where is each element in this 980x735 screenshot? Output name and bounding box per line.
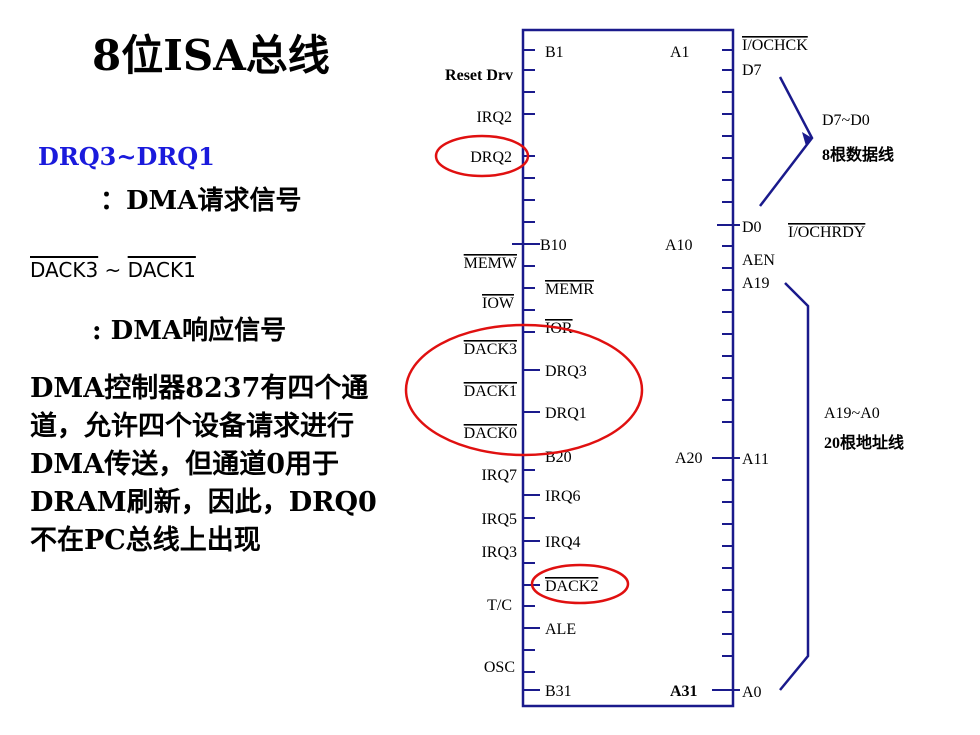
pin-drq2: DRQ2 (470, 149, 512, 166)
dack-description: : DMA响应信号 (92, 316, 287, 346)
drq-description: ：DMA请求信号 (100, 186, 302, 216)
pin-iow: IOW (482, 295, 515, 312)
connector-body (521, 28, 735, 708)
page-title: 8位ISA总线 (92, 31, 330, 80)
data-bus-description: 8根数据线 (822, 145, 894, 164)
pin-a0: A0 (742, 684, 762, 701)
b-side-pin-ticks (512, 49, 540, 691)
pin-d7: D7 (742, 62, 762, 79)
pin-dack3: DACK3 (464, 341, 517, 358)
dma-explanation-paragraph: DMA控制器8237有四个通道，允许四个设备请求进行DMA传送，但通道0用于DR… (30, 373, 377, 556)
pin-b31: B31 (545, 683, 572, 700)
pin-drq3: DRQ3 (545, 363, 587, 380)
pin-a10: A10 (665, 237, 693, 254)
pin-iochck: I/OCHCK (742, 37, 808, 54)
dack-range-end: DACK1 (127, 258, 196, 282)
pin-a19: A19 (742, 275, 770, 292)
data-bus-brace (759, 76, 814, 207)
pin-reset-drv: Reset Drv (445, 67, 513, 84)
dack-range-start: DACK3 (30, 258, 99, 282)
dack-range-tilde: ~ (98, 258, 128, 282)
pin-irq6: IRQ6 (545, 488, 581, 505)
pin-b10: B10 (540, 237, 567, 254)
highlight-dack2 (530, 563, 630, 605)
highlight-drq2 (434, 134, 530, 178)
pin-irq7: IRQ7 (481, 467, 517, 484)
pin-irq4: IRQ4 (545, 534, 581, 551)
pin-dack0: DACK0 (464, 425, 517, 442)
pin-iochrdy: I/OCHRDY (788, 224, 866, 241)
dack-range-label: DACK3 ~ DACK1 (30, 258, 196, 282)
pin-osc: OSC (484, 659, 515, 676)
pin-aen: AEN (742, 252, 775, 269)
pin-b1: B1 (545, 44, 564, 61)
pin-a20: A20 (675, 450, 703, 467)
data-bus-arrowhead (802, 132, 812, 146)
pin-a11: A11 (742, 451, 769, 468)
pin-a31: A31 (670, 683, 698, 700)
pin-dack2: DACK2 (545, 578, 598, 595)
data-range-label: D7~D0 (822, 112, 870, 129)
pin-tc: T/C (487, 597, 512, 614)
address-bus-brace (779, 282, 810, 691)
highlight-dma-channel-group (404, 323, 644, 457)
pin-ale: ALE (545, 621, 576, 638)
address-range-label: A19~A0 (824, 405, 880, 422)
pin-irq2: IRQ2 (476, 109, 512, 126)
pin-drq1: DRQ1 (545, 405, 587, 422)
pin-a1: A1 (670, 44, 690, 61)
pin-irq3: IRQ3 (481, 544, 517, 561)
pin-memr: MEMR (545, 281, 594, 298)
pin-d0: D0 (742, 219, 762, 236)
pin-irq5: IRQ5 (481, 511, 517, 528)
address-bus-description: 20根地址线 (824, 433, 904, 452)
pin-memw: MEMW (464, 255, 518, 272)
a-side-pin-ticks (712, 49, 740, 691)
pin-dack1: DACK1 (464, 383, 517, 400)
drq-range-label: DRQ3~DRQ1 (38, 142, 215, 171)
